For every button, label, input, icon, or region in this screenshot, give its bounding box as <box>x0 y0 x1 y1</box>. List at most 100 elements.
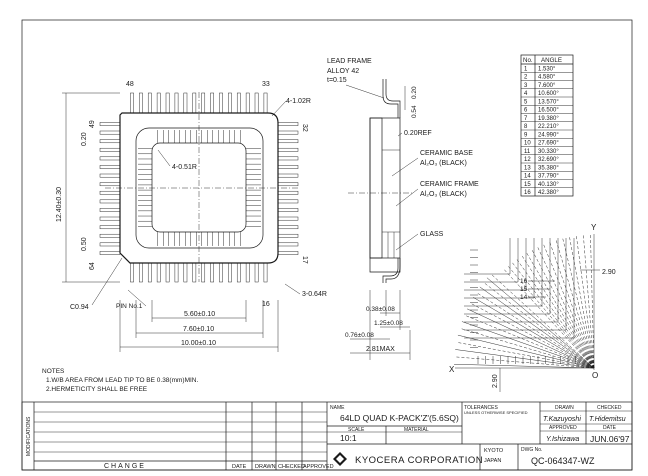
tolerance-note: UNLESS OTHERWISE SPECIFIED <box>464 410 528 415</box>
lead-right <box>277 251 299 255</box>
title-block: MODIFICATIONS CHANGE DATE DRAWN CHECKED … <box>21 401 633 471</box>
fan-angle-ray <box>590 235 595 369</box>
dim-10-00: 10.00±0.10 <box>181 340 216 347</box>
lead-bottom <box>254 262 259 283</box>
approved-label: APPROVED <box>303 464 334 470</box>
lead-top <box>201 92 206 114</box>
fan-angle-ray <box>516 259 595 369</box>
approved-header: APPROVED <box>549 425 577 431</box>
lead-right <box>277 130 299 135</box>
angle-row-value: 32.690° <box>538 157 559 163</box>
glass-label: GLASS <box>420 231 444 238</box>
fan-angle-ray <box>526 253 595 369</box>
angle-row-no: 12 <box>524 157 531 163</box>
pin-label-64: 64 <box>89 262 96 270</box>
lead-bottom <box>192 262 197 283</box>
fan-lead <box>464 238 575 339</box>
fan-angle-ray <box>537 247 595 369</box>
angle-row-no: 10 <box>524 141 531 147</box>
body-dimension: 12.40±0.30 <box>56 187 63 222</box>
fan-angle-ray <box>569 237 595 369</box>
ceramic-frame-section <box>369 117 401 259</box>
tolerances-label: TOLERANCES <box>464 405 498 411</box>
angle-table-header-no: No. <box>523 57 533 64</box>
lead-width-top: 0.20 <box>81 132 88 146</box>
angle-row-value: 10.600° <box>538 91 559 97</box>
lead-right <box>277 242 299 247</box>
lead-left <box>99 165 121 169</box>
angle-row-no: 3 <box>524 83 528 89</box>
fan-angle-ray <box>461 321 595 369</box>
angle-row-no: 5 <box>524 99 528 105</box>
lead-left <box>99 139 121 144</box>
angle-row-no: 2 <box>524 75 528 81</box>
fan-lead <box>464 238 511 275</box>
package-name: 64LD QUAD K-PACK'Z'(5.6SQ) <box>340 413 459 423</box>
fan-angle-ray <box>479 286 595 369</box>
lead-top <box>174 92 179 114</box>
lead-bottom <box>263 262 268 283</box>
fan-angle-ray <box>454 356 595 369</box>
ceramic-base-label: CERAMIC BASE <box>420 150 473 157</box>
change-label: CHANGE <box>104 463 146 470</box>
checked-label: CHECKED <box>278 464 305 470</box>
corner-radius: 4-1.02R <box>286 98 311 105</box>
angle-row-no: 7 <box>524 116 528 122</box>
lead-right <box>277 208 299 212</box>
top-view: 48 33 49 32 64 17 16 PIN No.1 4-1.02R 4-… <box>56 81 327 352</box>
lead-pitch-bottom: 0.50 <box>81 237 88 251</box>
thickness-label: t=0.15 <box>327 77 347 84</box>
lead-top <box>219 92 223 114</box>
lead-top <box>236 92 241 114</box>
lead-left <box>99 130 121 135</box>
lead-right <box>277 225 299 230</box>
fan-angle-ray <box>504 269 595 369</box>
fan-label-16: 16 <box>520 278 528 285</box>
pin-label-49: 49 <box>89 120 96 128</box>
origin-label: O <box>592 371 598 380</box>
fan-angle-ray <box>556 240 595 369</box>
date-header: DATE <box>603 425 617 431</box>
fan-lead <box>464 238 551 315</box>
lead-top <box>210 92 214 114</box>
angle-table-header-angle: ANGLE <box>541 57 562 64</box>
kyocera-logo-icon <box>333 452 347 466</box>
fan-angle-ray <box>459 328 595 369</box>
lead-top <box>130 92 134 114</box>
fan-angle-ray <box>490 273 595 369</box>
fan-angle-ray <box>486 277 595 369</box>
fan-lead <box>464 238 543 307</box>
lead-right <box>277 190 299 195</box>
fan-angle-ray <box>512 262 595 369</box>
checked-signature: T.Hidemitsu <box>589 416 626 423</box>
fan-dim-bottom: 2.90 <box>492 374 499 388</box>
angle-row-no: 11 <box>524 149 531 155</box>
lead-bottom <box>147 262 152 283</box>
lead-top <box>228 92 232 114</box>
fan-lead <box>464 238 535 299</box>
fan-angle-ray <box>473 297 595 369</box>
lead-top <box>254 92 259 114</box>
package-body <box>119 112 279 264</box>
lead-bottom <box>130 262 134 283</box>
fan-angle-ray <box>562 238 595 369</box>
scale-label: SCALE <box>348 427 365 433</box>
notes-heading: NOTES <box>42 368 65 375</box>
dim-0-20-ref: 0.20REF <box>404 130 432 137</box>
lead-bottom <box>174 262 179 283</box>
fan-lead <box>464 238 527 291</box>
lead-top <box>139 92 143 114</box>
pin-number-1: PIN No.1 <box>116 303 143 310</box>
fan-angle-ray <box>576 236 595 369</box>
lead-left <box>99 190 121 195</box>
drawn-signature: T.Kazuyoshi <box>543 416 581 423</box>
lead-bottom <box>183 262 188 283</box>
date-label: DATE <box>232 464 247 470</box>
modifications-label: MODIFICATIONS <box>26 416 32 456</box>
approved-signature: Y.Ishizawa <box>546 436 579 443</box>
drawn-header: DRAWN <box>555 405 574 411</box>
dwg-no-label: DWG No. <box>521 447 542 453</box>
lead-bottom <box>219 262 223 283</box>
fan-angle-ray <box>454 364 595 369</box>
lead-radius: 3-0.64R <box>302 291 327 298</box>
